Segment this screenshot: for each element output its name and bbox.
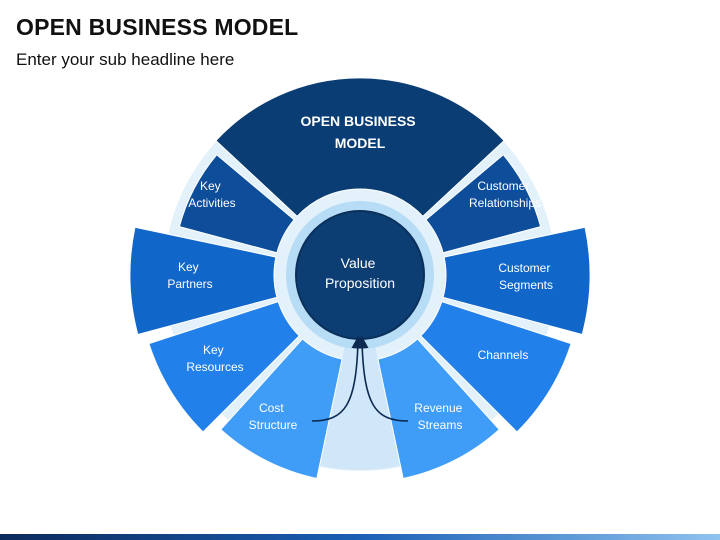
cost-to-value-arrow: [311, 335, 365, 422]
page-subtitle: Enter your sub headline here: [16, 50, 235, 69]
cost-structure-segment[interactable]: [220, 338, 343, 480]
key-resources-label: Key Resources: [186, 343, 243, 374]
customer-segments-label: Customer Segments: [498, 261, 553, 292]
value-proposition-label: Value Proposition: [325, 255, 395, 291]
cost-structure-label: Cost Structure: [249, 401, 298, 432]
customer-segments-segment[interactable]: [442, 226, 591, 336]
key-activities-segment[interactable]: [178, 154, 295, 254]
footer-bar: [0, 534, 720, 540]
channels-segment[interactable]: [420, 300, 572, 433]
revenue-streams-segment[interactable]: [377, 338, 500, 480]
customer-relationships-label: Customer Relationships: [469, 179, 541, 210]
key-partners-segment[interactable]: [129, 226, 278, 336]
key-resources-segment[interactable]: [148, 300, 300, 433]
key-partners-label: Key Partners: [167, 260, 212, 291]
bottom-fill-wedge: [319, 343, 401, 470]
revenue-to-value-arrow: [355, 335, 409, 422]
key-activities-label: Key Activities: [188, 179, 235, 210]
revenue-streams-label: Revenue Streams: [414, 401, 465, 432]
channels-label: Channels: [478, 348, 529, 362]
open-business-model-segment[interactable]: [215, 77, 505, 218]
open-business-model-label: OPEN BUSINESS MODEL: [300, 113, 419, 151]
customer-relationships-segment[interactable]: [425, 154, 542, 254]
page-title: OPEN BUSINESS MODEL: [16, 14, 299, 40]
